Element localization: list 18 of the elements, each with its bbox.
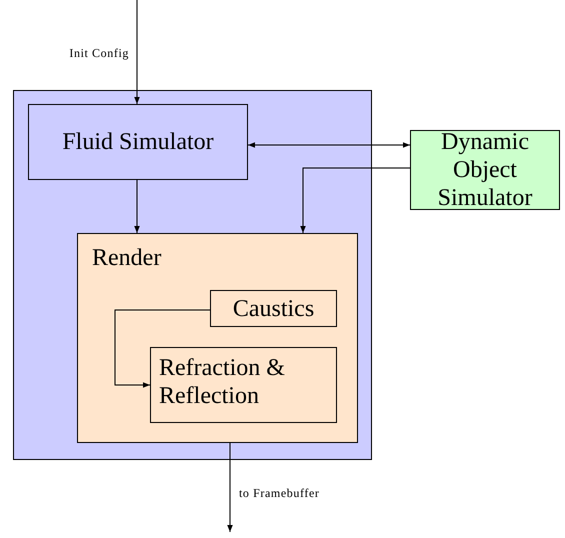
- arrow: [114, 310, 210, 388]
- arrow: [134, 180, 140, 234]
- arrow: [300, 168, 410, 234]
- box-label: Refraction & Reflection: [159, 354, 286, 410]
- group-panel: [13, 90, 372, 460]
- box-label: Dynamic Object Simulator: [436, 128, 534, 212]
- process-box: [150, 347, 337, 423]
- box-label: Caustics: [232, 294, 314, 322]
- arrow: [248, 142, 410, 148]
- box-label: Render: [92, 244, 162, 272]
- arrow: [134, 0, 140, 104]
- box-label: Fluid Simulator: [62, 128, 214, 156]
- process-box: [210, 290, 337, 327]
- process-box: [28, 104, 248, 180]
- edge-label: Init Config: [68, 46, 130, 61]
- process-box: [410, 130, 560, 210]
- arrow: [227, 442, 233, 532]
- render-panel: [77, 233, 358, 443]
